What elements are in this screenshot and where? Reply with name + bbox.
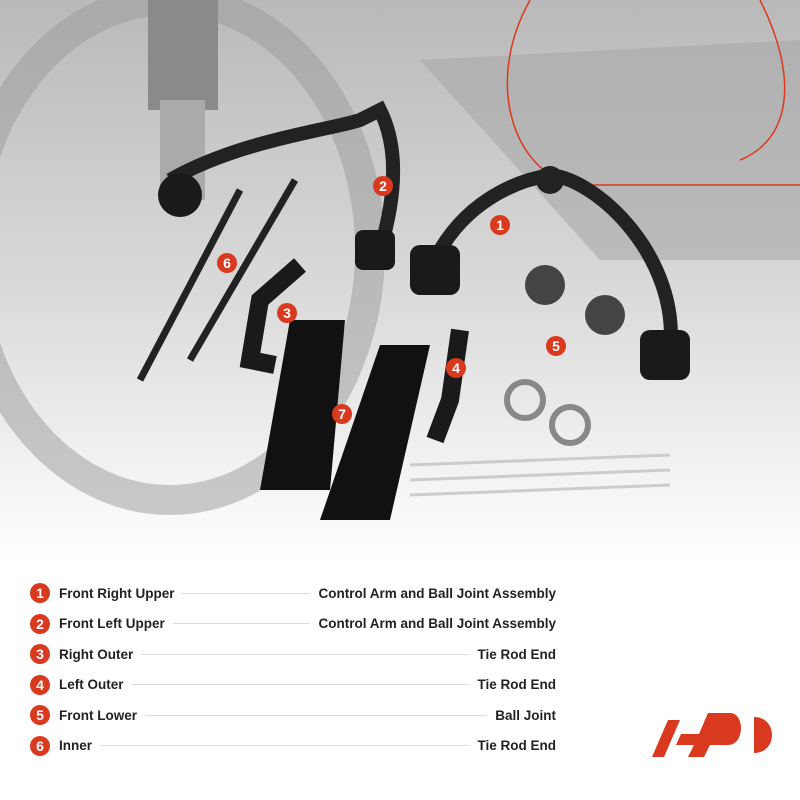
legend-position: Front Left Upper	[59, 616, 165, 631]
legend-number: 4	[30, 674, 50, 695]
legend-position: Left Outer	[59, 677, 124, 692]
legend-number: 6	[30, 735, 50, 756]
product-photo	[0, 0, 800, 560]
legend-number: 1	[30, 583, 50, 603]
legend-row: 4 Left Outer Tie Rod End	[30, 674, 556, 696]
part-badge-3: 3	[277, 303, 297, 323]
legend-divider	[145, 714, 488, 716]
legend-divider	[100, 745, 470, 746]
legend-position: Inner	[59, 738, 93, 753]
legend-part: Tie Rod End	[477, 677, 556, 692]
part-badge-1: 1	[490, 215, 510, 235]
legend-position: Right Outer	[59, 646, 134, 662]
part-badge-5: 5	[546, 336, 566, 356]
legend-number: 2	[30, 613, 50, 634]
legend-divider	[172, 623, 311, 624]
legend-position: Front Lower	[59, 707, 137, 723]
legend-part: Control Arm and Ball Joint Assembly	[318, 616, 556, 631]
legend-divider	[131, 684, 470, 685]
legend-part: Ball Joint	[495, 707, 556, 723]
legend-position: Front Right Upper	[59, 585, 175, 601]
legend-divider	[182, 592, 311, 594]
legend-row: 5 Front Lower Ball Joint	[30, 704, 556, 726]
part-badge-6: 6	[217, 253, 237, 273]
legend-number: 5	[30, 705, 50, 725]
part-badge-2: 2	[373, 176, 393, 196]
legend-row: 2 Front Left Upper Control Arm and Ball Jo…	[30, 613, 556, 635]
legend-row: 6 Inner Tie Rod End	[30, 735, 556, 757]
legend-row: 1 Front Right Upper Control Arm and Ball J…	[30, 582, 556, 604]
legend-part: Control Arm and Ball Joint Assembly	[318, 585, 556, 601]
legend-part: Tie Rod End	[477, 738, 556, 753]
legend-row: 3 Right Outer Tie Rod End	[30, 643, 556, 665]
part-badge-7: 7	[332, 404, 352, 424]
part-badge-4: 4	[446, 358, 466, 378]
legend-divider	[141, 653, 470, 655]
legend-number: 3	[30, 644, 50, 664]
brand-logo	[652, 713, 772, 757]
legend-part: Tie Rod End	[477, 646, 556, 662]
